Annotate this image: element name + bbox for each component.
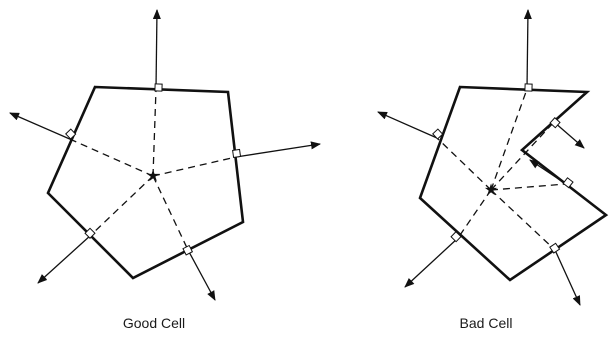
right-angle-mark — [450, 231, 462, 243]
spoke-bottom-right — [152, 175, 189, 251]
normal-arrow-inner-upper — [553, 121, 585, 149]
bad-cell-normals — [377, 9, 585, 306]
right-angle-mark — [432, 128, 444, 140]
good-cell-caption: Good Cell — [122, 315, 186, 331]
normal-arrow-top — [523, 9, 532, 90]
centroid-star: ★ — [484, 182, 498, 199]
normal-arrow-inner-lower — [529, 159, 567, 185]
spoke-left — [71, 139, 154, 177]
good-cell-normals — [9, 9, 321, 301]
spoke-left — [436, 137, 492, 191]
normal-arrow-right — [235, 141, 321, 158]
right-angle-mark — [549, 242, 561, 254]
right-angle-mark — [524, 83, 533, 92]
normal-arrow-bottom-right — [554, 249, 581, 306]
right-angle-mark — [562, 177, 574, 189]
bad-cell-panel: ★ — [377, 9, 609, 306]
spoke-bottom-right — [490, 189, 556, 251]
right-angle-mark — [84, 227, 96, 239]
spoke-top — [490, 88, 528, 191]
right-angle-mark — [154, 83, 163, 92]
right-angle-mark — [232, 148, 242, 158]
normal-arrow-top — [152, 9, 161, 90]
normal-arrow-bottom-left — [404, 237, 459, 288]
right-angle-mark — [65, 128, 77, 140]
spoke-bottom-left — [90, 175, 154, 236]
good-cell-right-angle-marks — [65, 83, 242, 256]
bad-cell-spokes — [436, 88, 567, 251]
good-cell-panel: ★ — [9, 9, 321, 301]
normal-arrow-left — [9, 112, 73, 141]
right-angle-mark — [182, 244, 194, 256]
normal-arrow-bottom-left — [37, 234, 92, 284]
bad-cell-polygon — [418, 85, 609, 282]
spoke-right-lower — [490, 183, 567, 191]
spoke-bottom-left — [457, 189, 492, 239]
good-cell-spokes — [71, 88, 237, 251]
spoke-right-upper — [490, 121, 555, 191]
normal-arrow-left — [377, 111, 438, 139]
spoke-right — [152, 156, 237, 177]
centroid-star: ★ — [146, 168, 160, 185]
bad-cell-right-angle-marks — [432, 83, 574, 254]
normal-arrow-bottom-right — [187, 249, 216, 301]
bad-cell-caption: Bad Cell — [459, 315, 513, 331]
spoke-top — [152, 88, 157, 177]
right-angle-mark — [549, 117, 561, 129]
